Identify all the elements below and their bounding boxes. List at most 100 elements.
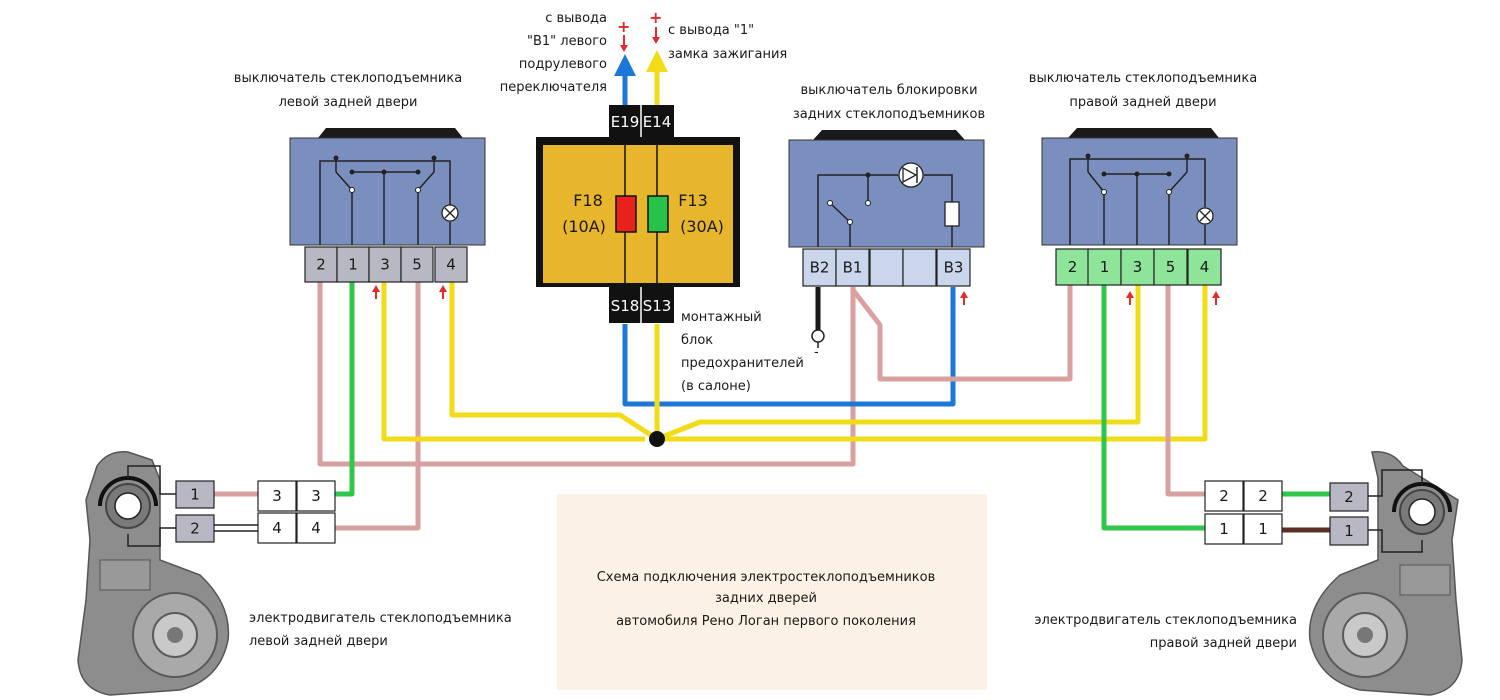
right-switch-pin-label: 3 <box>1133 258 1143 276</box>
note-line-2: задних дверей <box>715 591 817 606</box>
from-b1-line-3: подрулевого <box>519 57 607 72</box>
from-1-line-1: с вывода "1" <box>668 23 754 38</box>
lock-switch-pin: В1 <box>835 248 870 287</box>
ground-minus: - <box>814 345 819 360</box>
right-switch-label-2: правой задней двери <box>1069 95 1216 110</box>
right-switch-pin-label: 5 <box>1166 258 1176 276</box>
from-b1-line-1: с вывода <box>545 11 607 26</box>
right-switch-lamp-icon <box>1196 207 1214 225</box>
arrow-red-b3 <box>960 291 968 305</box>
left-connector-a-pin: 3 <box>257 480 297 512</box>
arrow-red-left-pin3 <box>372 285 380 299</box>
note-line-3: автомобиля Рено Логан первого поколения <box>616 614 916 629</box>
plus-right: + <box>649 8 662 27</box>
from-1-line-2: замка зажигания <box>668 47 787 62</box>
fuse-f13-rating: (30А) <box>680 217 724 236</box>
wire-green-right-pin1 <box>1101 285 1205 531</box>
lock-switch-label-1: выключатель блокировки <box>800 83 977 98</box>
lock-switch-pin <box>869 248 904 287</box>
fuse-f18 <box>615 195 637 233</box>
left-motor-label-1: электродвигатель стеклоподъемника <box>249 611 512 626</box>
right-motor-pin: 1 <box>1329 516 1369 546</box>
right-switch-pin-label: 4 <box>1200 258 1210 276</box>
left-connector-a-pin: 4 <box>257 512 297 544</box>
wire-blue <box>622 287 956 407</box>
from-b1-line-2: "В1" левого <box>527 34 607 49</box>
diode-icon <box>898 162 924 188</box>
lock-switch-label-2: задних стеклоподъемников <box>793 107 985 122</box>
lock-switch: В2 В1 В3 <box>788 130 985 287</box>
right-motor-pin-label: 2 <box>1344 488 1354 506</box>
arrow-red-right-pin3 <box>1126 291 1134 305</box>
right-connector-a-pin-label: 2 <box>1219 487 1229 505</box>
wire-pink-left-pin5 <box>335 282 421 531</box>
junction-dot <box>649 431 665 447</box>
right-switch-pin-label: 2 <box>1068 258 1078 276</box>
left-motor-pin: 2 <box>175 514 215 543</box>
fuse-f13 <box>647 195 669 233</box>
fuse-f18-name: F18 <box>573 191 603 210</box>
right-switch-pin: 3 <box>1120 248 1155 286</box>
arrow-red-left-pin4 <box>439 285 447 299</box>
mount-block-line-2: блок <box>681 333 713 348</box>
mount-block-line-4: (в салоне) <box>681 379 751 394</box>
arrow-red-down-right <box>652 27 660 44</box>
right-connector-b-pin: 2 <box>1243 480 1283 512</box>
right-motor-illustration <box>1308 451 1463 696</box>
left-connector-b-pin-label: 4 <box>311 519 321 537</box>
wire-green-left-pin1 <box>335 282 355 497</box>
left-connector-b-pin: 3 <box>296 480 336 512</box>
wire-yellow-left-pin3 <box>381 282 645 442</box>
left-switch-lamp-icon <box>441 204 459 222</box>
lock-switch-pin-label: В2 <box>810 259 830 277</box>
left-connector-a-pin-label: 4 <box>272 519 282 537</box>
wire-yellow-left-pin4 <box>449 282 659 442</box>
plus-left: + <box>617 17 630 36</box>
left-switch-pin-label: 1 <box>348 256 358 274</box>
mount-block-line-1: монтажный <box>681 310 762 325</box>
right-motor-label-1: электродвигатель стеклоподъемника <box>1034 613 1297 628</box>
right-switch-label-1: выключатель стеклоподъемника <box>1029 71 1257 86</box>
term-e14: E14 <box>643 113 672 131</box>
left-switch-label-2: левой задней двери <box>279 95 418 110</box>
left-switch-pin: 5 <box>400 246 434 283</box>
right-switch-pin: 1 <box>1087 248 1122 286</box>
lock-switch-pin-label: В1 <box>843 259 863 277</box>
left-connector-b-pin-label: 3 <box>311 487 321 505</box>
wire-yellow-right-pin4 <box>657 285 1208 442</box>
right-switch-pin-label: 1 <box>1100 258 1110 276</box>
wire-pink-b1-right <box>851 285 1073 382</box>
left-switch-pin-label: 3 <box>380 256 390 274</box>
fuse-f13-name: F13 <box>678 191 708 210</box>
note-line-1: Схема подключения электростеклоподъемник… <box>597 570 936 585</box>
arrow-red-down-left <box>620 35 628 52</box>
left-switch-pin: 2 <box>304 246 338 283</box>
left-motor-pin-label: 1 <box>190 486 200 504</box>
ground-symbol: - <box>811 329 825 360</box>
right-motor-pin: 2 <box>1329 482 1369 512</box>
left-switch-label-1: выключатель стеклоподъемника <box>234 71 462 86</box>
resistor-icon <box>944 201 960 227</box>
term-s18: S18 <box>611 297 640 315</box>
lock-switch-pin-label: В3 <box>944 259 964 277</box>
lock-switch-pin: В3 <box>936 248 971 287</box>
term-e19: E19 <box>611 113 640 131</box>
right-connector-b-pin: 1 <box>1243 513 1283 545</box>
left-switch-pin-label: 4 <box>446 256 456 274</box>
fuse-f18-rating: (10А) <box>562 217 606 236</box>
right-motor-label-2: правой задней двери <box>1150 636 1297 651</box>
lock-switch-pin: В2 <box>802 248 837 287</box>
from-b1-line-4: переключателя <box>500 80 607 95</box>
fuse-block: E19 E14 F18 (10А) F13 (30А) S18 S13 <box>536 105 740 323</box>
lock-switch-pin <box>902 248 937 287</box>
left-motor-illustration <box>77 451 230 696</box>
left-connector-b-pin: 4 <box>296 512 336 544</box>
right-window-switch: 2 1 3 5 4 <box>1041 128 1238 286</box>
note-box <box>557 494 987 690</box>
wire-yellow-right-pin3 <box>656 285 1141 442</box>
mount-block-line-3: предохранителей <box>681 356 804 371</box>
right-switch-pin: 4 <box>1187 248 1222 286</box>
